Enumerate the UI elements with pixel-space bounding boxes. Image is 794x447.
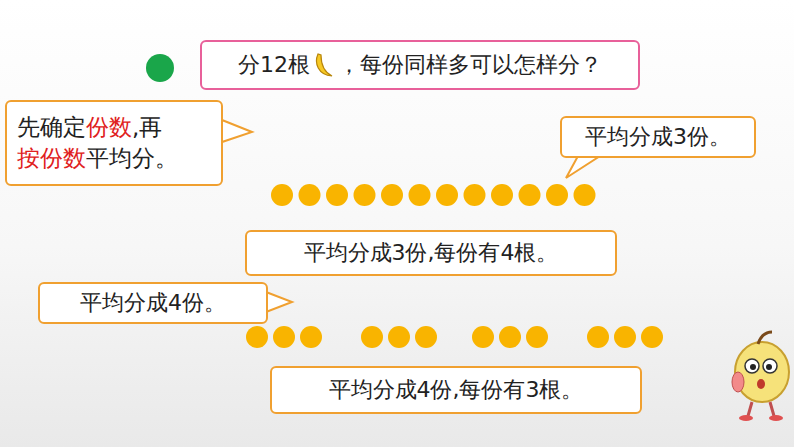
text-box: 平均分成4份,每份有3根。: [270, 366, 642, 414]
label-text: 平均分成4份,每份有3根。: [329, 375, 584, 405]
bullet-dot: [146, 54, 174, 82]
label-text: ,再: [132, 112, 162, 143]
label-text: 先确定: [17, 112, 86, 143]
label-text: 份数: [86, 112, 132, 143]
speech-bubble: 平均分成3份。: [560, 116, 756, 158]
counter-dots: [271, 184, 596, 206]
bubble-tail: [566, 156, 600, 178]
label-text: 平均分成4份。: [80, 288, 226, 318]
speech-bubble: 平均分成4份。: [38, 282, 268, 324]
label-text: 平均分。: [86, 143, 178, 174]
question-box: 分12根 ，每份同样多可以怎样分？: [200, 40, 640, 90]
speech-bubble: 先确定份数,再按份数平均分。: [5, 100, 223, 186]
label-text: 分12根: [238, 50, 310, 80]
label-text: 按份数: [17, 143, 86, 174]
counter-dots: [246, 326, 663, 348]
label-text: ，每份同样多可以怎样分？: [338, 50, 602, 80]
text-box: 平均分成3份,每份有4根。: [245, 230, 617, 276]
apple-character: [732, 332, 789, 421]
bubble-tail: [266, 292, 292, 312]
bubble-tail: [222, 120, 252, 142]
label-text: 平均分成3份。: [585, 122, 731, 152]
label-text: 平均分成3份,每份有4根。: [304, 238, 559, 268]
banana-icon: [312, 51, 336, 79]
